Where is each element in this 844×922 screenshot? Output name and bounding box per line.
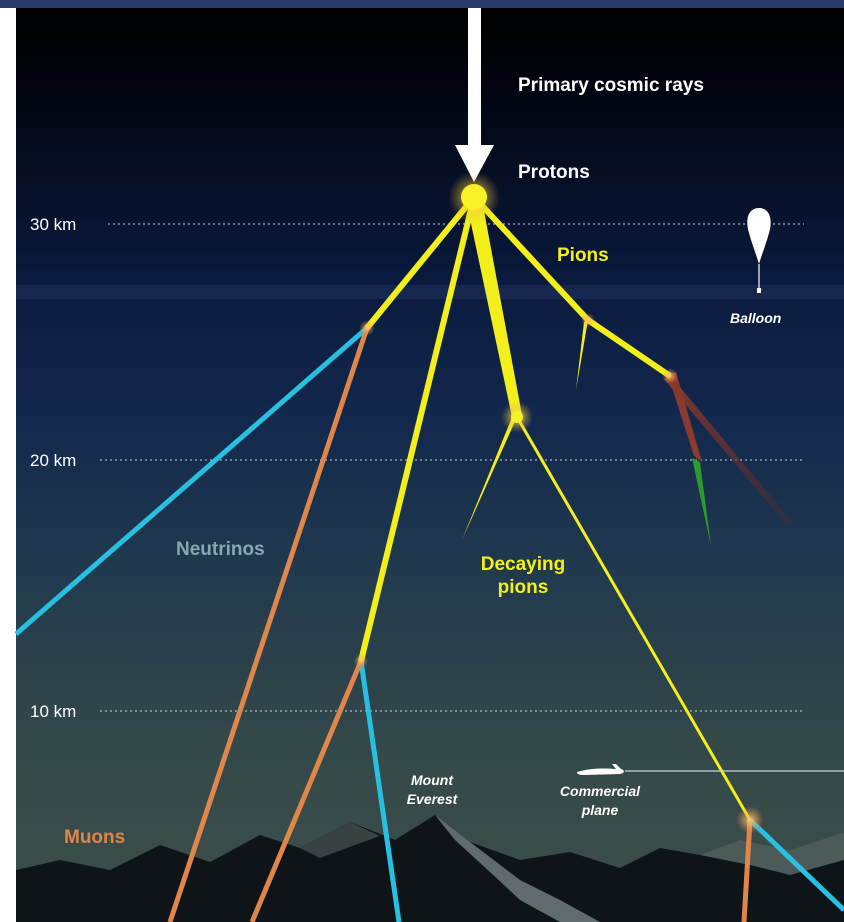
muon-track-right xyxy=(741,819,753,922)
muon-tracks xyxy=(167,327,753,922)
balloon-envelope xyxy=(747,208,771,264)
altitude-grid: 30 km 20 km 10 km xyxy=(30,215,804,721)
label-primary-cosmic-rays: Primary cosmic rays xyxy=(518,75,704,96)
neutrino-track-left xyxy=(14,326,369,636)
label-muons: Muons xyxy=(64,827,125,848)
pion-track-center xyxy=(358,196,477,662)
proton-collision-point xyxy=(461,184,487,210)
altitude-label-30km: 30 km xyxy=(30,215,76,234)
neutrino-track-center xyxy=(358,660,402,922)
interaction-glows xyxy=(354,171,764,834)
arrow-down-icon xyxy=(455,8,494,182)
branch-glow-bottom-right xyxy=(736,806,764,834)
top-frame-bar xyxy=(0,0,844,8)
label-plane-line2: plane xyxy=(581,802,619,818)
decaying-pion-track-long xyxy=(515,416,752,821)
arrow-head xyxy=(455,145,494,182)
label-decaying-line2: pions xyxy=(498,577,549,598)
altitude-label-10km: 10 km xyxy=(30,702,76,721)
label-everest-line2: Everest xyxy=(407,791,459,807)
label-protons: Protons xyxy=(518,162,590,183)
decay-point xyxy=(511,411,523,423)
pion-tracks xyxy=(358,194,752,821)
label-plane-line1: Commercial xyxy=(560,783,641,799)
mountain-shade-left xyxy=(300,822,380,858)
sky-background xyxy=(16,8,844,922)
muon-track-left xyxy=(167,327,370,922)
decay-trails xyxy=(664,372,792,546)
neutrino-tracks xyxy=(14,326,844,922)
balloon-icon xyxy=(747,208,771,293)
altitude-label-20km: 20 km xyxy=(30,451,76,470)
label-everest-line1: Mount xyxy=(411,772,454,788)
pion-track-right-branch xyxy=(586,317,672,379)
label-pions: Pions xyxy=(557,245,609,266)
muon-track-center xyxy=(249,660,364,922)
mountain-snow-ridge xyxy=(700,832,844,875)
pion-track-main xyxy=(466,200,522,417)
branch-glow-center xyxy=(354,654,368,668)
plane-body xyxy=(577,764,624,775)
mountain-silhouette xyxy=(16,815,844,922)
arrow-shaft xyxy=(468,8,481,146)
neutrino-track-right xyxy=(748,818,844,912)
decaying-spike-left xyxy=(462,415,517,540)
branch-glow-far-right xyxy=(662,368,678,384)
branch-glow-left xyxy=(359,320,375,336)
balloon-payload xyxy=(757,288,761,293)
label-balloon: Balloon xyxy=(730,310,781,326)
red-trail-upper xyxy=(668,372,702,462)
label-decaying-line1: Decaying xyxy=(481,554,565,575)
airplane-icon xyxy=(577,764,844,775)
pion-track-right xyxy=(471,194,591,323)
red-trail-long xyxy=(664,375,792,524)
label-neutrinos: Neutrinos xyxy=(176,539,265,560)
branch-glow-right xyxy=(581,313,595,327)
green-trail xyxy=(692,458,711,546)
mountain-range xyxy=(16,815,844,922)
pion-spike-right xyxy=(576,320,588,390)
pion-track-left xyxy=(364,195,477,330)
atmosphere-band xyxy=(16,285,844,299)
